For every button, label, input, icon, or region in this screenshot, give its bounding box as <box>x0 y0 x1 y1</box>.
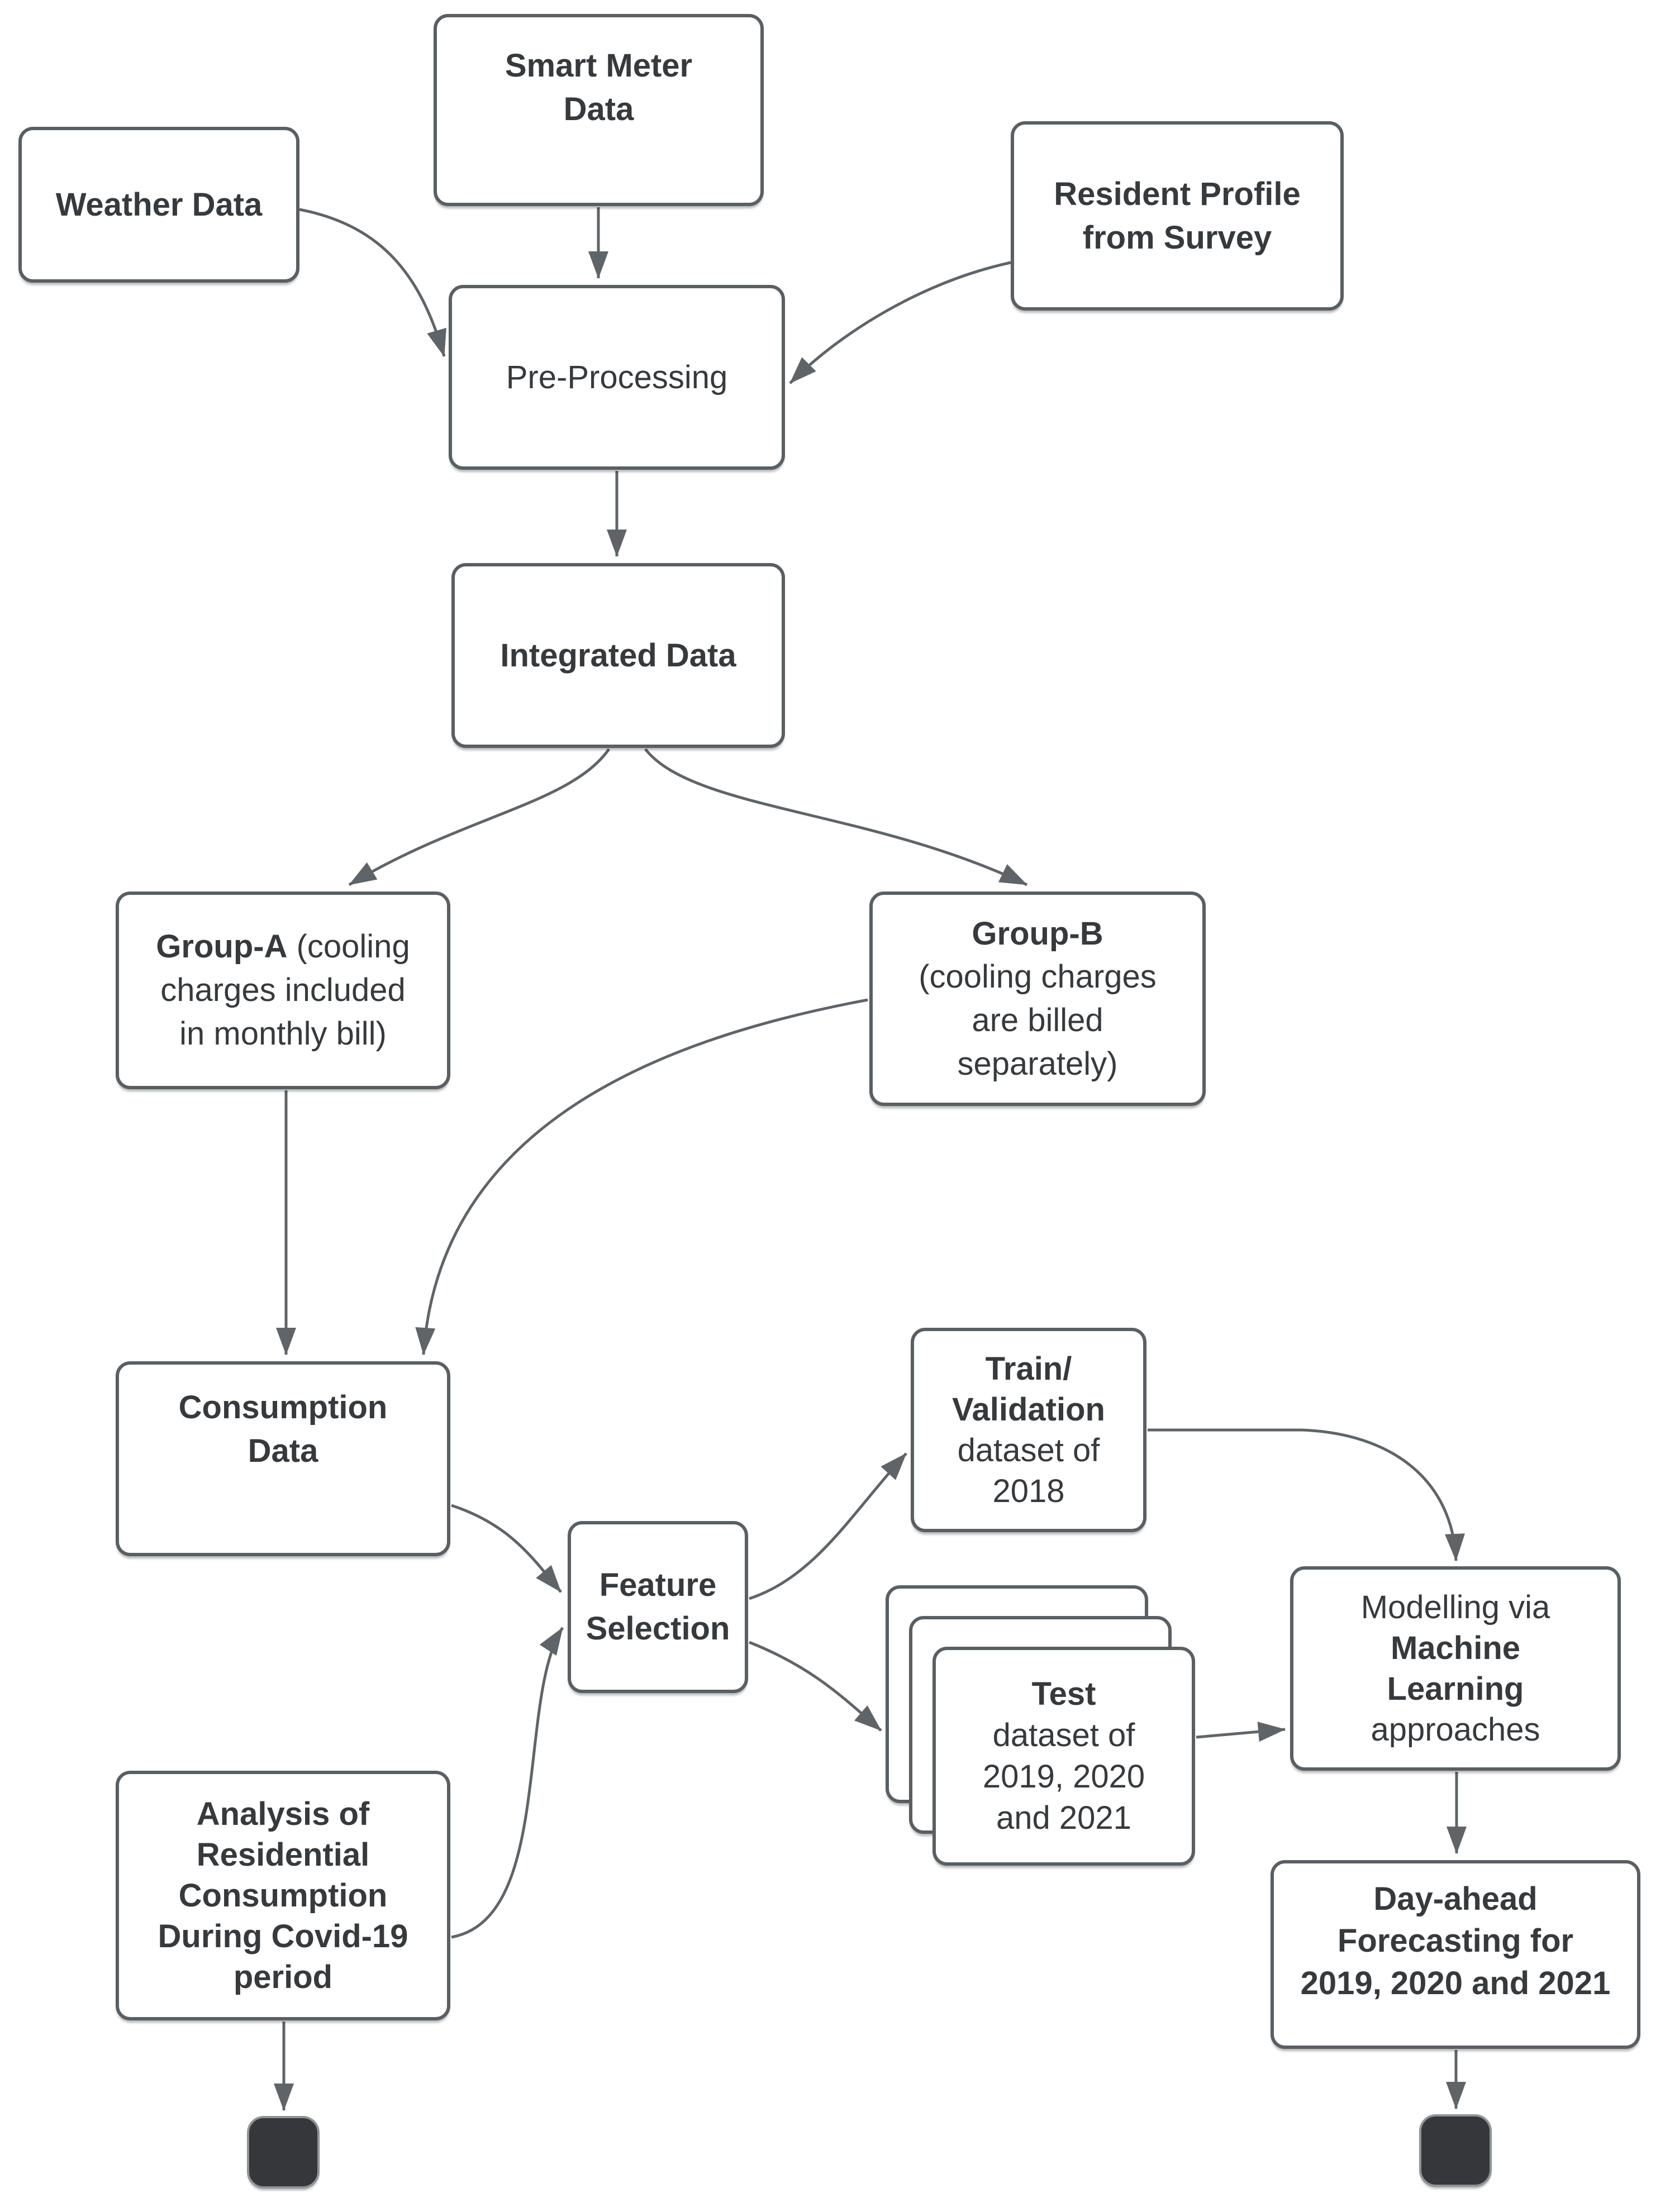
node-label: Analysis of <box>196 1795 370 1832</box>
node-label: Selection <box>586 1610 730 1647</box>
edge-integrated-to-group-b <box>644 748 1028 886</box>
node-group-a: Group-A (cooling charges included in mon… <box>116 892 450 1089</box>
node-label: Resident Profile <box>1054 175 1301 212</box>
node-label: Modelling via <box>1360 1589 1550 1625</box>
node-label: period <box>233 1959 333 1996</box>
node-label: 2019, 2020 and 2021 <box>1300 1965 1611 2001</box>
node-label: Group-B <box>972 915 1103 952</box>
node-label: Train/ <box>985 1350 1072 1387</box>
node-label: dataset of <box>992 1717 1135 1753</box>
node-pre-processing: Pre-Processing <box>449 285 785 470</box>
edge-consumption-to-feature <box>451 1504 562 1593</box>
node-label: Feature <box>599 1567 717 1604</box>
node-label: and 2021 <box>996 1800 1131 1837</box>
node-label: Data <box>248 1432 318 1469</box>
node-label: Validation <box>952 1391 1105 1428</box>
node-feature-selection: Feature Selection <box>568 1521 748 1693</box>
node-label: charges included <box>160 972 406 1009</box>
edge-resident-to-preprocessing <box>789 261 1011 384</box>
node-consumption-data: Consumption Data <box>116 1361 450 1556</box>
edge-analysis-to-feature <box>451 1627 564 1939</box>
node-label: Consumption <box>178 1877 388 1914</box>
node-label: Residential <box>196 1836 370 1873</box>
node-test-dataset: Test dataset of 2019, 2020 and 2021 <box>932 1647 1195 1866</box>
node-label: Integrated Data <box>500 637 736 674</box>
node-analysis-covid: Analysis of Residential Consumption Duri… <box>116 1771 450 2020</box>
edge-test-to-modelling <box>1196 1722 1286 1742</box>
node-label: from Survey <box>1082 219 1272 256</box>
edge-feature-to-test <box>749 1641 882 1732</box>
edge-feature-to-trainval <box>749 1452 907 1600</box>
node-label: Data <box>563 90 634 127</box>
terminal-node-right <box>1419 2114 1492 2187</box>
node-label: 2018 <box>992 1473 1065 1510</box>
node-label: Forecasting for <box>1337 1923 1574 1960</box>
node-label: Test <box>1031 1675 1096 1712</box>
node-integrated-data: Integrated Data <box>451 563 785 748</box>
node-resident-profile: Resident Profile from Survey <box>1011 121 1344 311</box>
node-label: in monthly bill) <box>179 1015 387 1052</box>
node-label: Day-ahead <box>1373 1881 1538 1917</box>
node-smart-meter-data: Smart Meter Data <box>434 14 764 206</box>
terminal-node-left <box>247 2116 320 2189</box>
node-label: Learning <box>1387 1671 1524 1707</box>
node-label: separately) <box>957 1045 1118 1082</box>
node-weather-data: Weather Data <box>18 127 299 283</box>
node-label: Smart Meter <box>505 47 693 84</box>
node-label: Consumption <box>178 1389 388 1426</box>
node-modelling-machine-learning: Modelling via Machine Learning approache… <box>1290 1566 1621 1771</box>
node-label: Machine <box>1390 1629 1521 1666</box>
node-group-b: Group-B (cooling charges are billed sepa… <box>869 892 1206 1106</box>
node-label: During Covid-19 <box>158 1918 408 1955</box>
edge-integrated-to-group-a <box>348 748 611 886</box>
node-label: Weather Data <box>55 186 263 223</box>
node-label: 2019, 2020 <box>982 1758 1145 1795</box>
node-label: Pre-Processing <box>506 359 728 395</box>
node-label: approaches <box>1371 1712 1540 1748</box>
node-train-validation-dataset: Train/ Validation dataset of 2018 <box>911 1328 1146 1532</box>
node-label: are billed <box>972 1002 1103 1038</box>
node-label: Group-A (cooling <box>156 928 410 965</box>
edge-trainval-to-modelling <box>1148 1428 1465 1561</box>
node-label: (cooling charges <box>919 959 1157 995</box>
edge-group-b-to-consumption <box>415 998 868 1355</box>
node-day-ahead-forecasting: Day-ahead Forecasting for 2019, 2020 and… <box>1271 1860 1640 2049</box>
node-label: dataset of <box>957 1432 1100 1469</box>
edge-weather-to-preprocessing <box>299 208 446 357</box>
